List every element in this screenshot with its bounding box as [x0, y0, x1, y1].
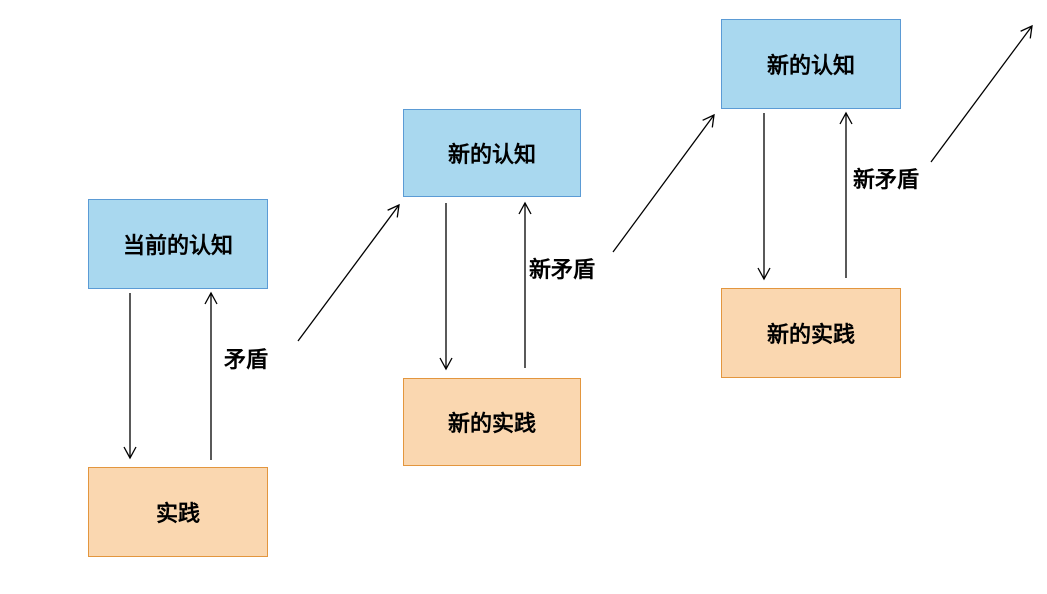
arrow-stage3-onward [930, 24, 1033, 163]
stage2-practice-box: 新的实践 [403, 378, 581, 466]
stage1-contradiction-label: 矛盾 [224, 348, 269, 373]
stage3-contradiction-label: 新矛盾 [853, 168, 920, 193]
stage2-cognition-box: 新的认知 [403, 109, 581, 197]
stage3-cognition-box: 新的认知 [721, 19, 901, 109]
stage2-practice-label: 新的实践 [447, 412, 536, 437]
stage1-practice-label: 实践 [155, 502, 200, 527]
arrow-stage2-to-stage3 [612, 113, 715, 253]
stage3-cognition-label: 新的认知 [766, 54, 855, 79]
stage3-practice-label: 新的实践 [766, 323, 855, 348]
stage1-cognition-label: 当前的认知 [122, 234, 233, 259]
stage1-practice-box: 实践 [88, 467, 268, 557]
arrow-stage1-to-stage2 [297, 203, 400, 342]
stage2-cognition-label: 新的认知 [447, 143, 536, 168]
stage3-practice-box: 新的实践 [721, 288, 901, 378]
stage2-contradiction-label: 新矛盾 [529, 258, 596, 283]
stage1-cognition-box: 当前的认知 [88, 199, 268, 289]
